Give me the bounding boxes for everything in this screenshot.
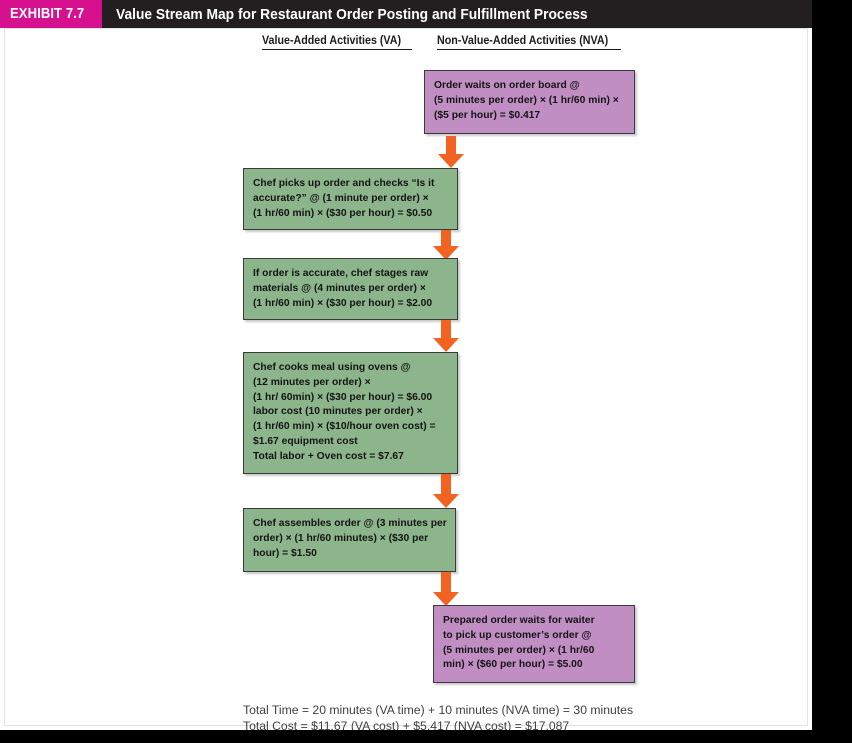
exhibit-title-bar: EXHIBIT 7.7 Value Stream Map for Restaur…	[0, 0, 812, 28]
process-box-chef-cooks-meal: Chef cooks meal using ovens @ (12 minute…	[243, 352, 458, 474]
process-box-chef-picks-up-order: Chef picks up order and checks “Is it ac…	[243, 168, 458, 230]
total-cost-line: Total Cost = $11.67 (VA cost) + $5.417 (…	[243, 719, 570, 734]
box-line: (5 minutes per order) × (1 hr/60	[443, 644, 595, 656]
process-box-prepared-order-waits-for-waiter: Prepared order waits for waiter to pick …	[433, 605, 635, 683]
box-line: ($5 per hour) = $0.417	[434, 109, 541, 121]
exhibit-title-label: Value Stream Map for Restaurant Order Po…	[115, 5, 588, 23]
box-line: $1.67 equipment cost	[253, 436, 358, 448]
arrow-shaft	[446, 136, 456, 156]
box-line: Total labor + Oven cost = $7.67	[253, 450, 404, 462]
box-line: min) × ($60 per hour) = $5.00	[443, 659, 583, 671]
box-line: (1 hr/ 60min) × ($30 per hour) = $6.00	[253, 391, 433, 403]
arrow-head-icon	[433, 494, 459, 508]
box-line: order) × (1 hr/60 minutes) × ($30 per	[253, 532, 429, 544]
arrow-shaft	[441, 230, 451, 248]
arrow-shaft	[441, 474, 451, 496]
arrow-head-icon	[433, 246, 459, 260]
flow-arrow-3	[433, 320, 459, 352]
arrow-head-icon	[433, 338, 459, 352]
exhibit-number-badge: EXHIBIT 7.7	[0, 0, 102, 28]
arrow-shaft	[441, 572, 451, 594]
totals-summary: Total Time = 20 minutes (VA time) + 10 m…	[243, 702, 633, 735]
flow-arrow-5	[433, 572, 459, 606]
bottom-margin-strip	[0, 730, 852, 743]
box-line: accurate?” @ (1 minute per order) ×	[253, 192, 429, 204]
box-line: to pick up customer’s order @	[443, 629, 592, 641]
column-header-non-value-added: Non-Value-Added Activities (NVA)	[437, 35, 622, 50]
box-line: If order is accurate, chef stages raw	[253, 268, 429, 279]
box-line: (5 minutes per order) × (1 hr/60 min) ×	[434, 94, 619, 106]
flow-arrow-1	[438, 136, 464, 168]
column-header-va-label: Value-Added Activities (VA)	[262, 35, 402, 47]
box-line: (1 hr/60 min) × ($30 per hour) = $0.50	[253, 207, 433, 219]
box-line: Chef picks up order and checks “Is it	[253, 178, 435, 189]
box-line: Chef cooks meal using ovens @	[253, 362, 411, 373]
page-sheet: EXHIBIT 7.7 Value Stream Map for Restaur…	[0, 0, 812, 733]
process-box-order-waits-on-order-board: Order waits on order board @ (5 minutes …	[424, 70, 635, 134]
arrow-head-icon	[438, 154, 464, 168]
exhibit-number-label: EXHIBIT 7.7	[10, 6, 85, 22]
process-box-chef-assembles-order: Chef assembles order @ (3 minutes per or…	[243, 508, 456, 572]
exhibit-title: Value Stream Map for Restaurant Order Po…	[102, 0, 629, 28]
box-line: (12 minutes per order) ×	[253, 376, 371, 388]
flow-arrow-4	[433, 474, 459, 508]
box-line: (1 hr/60 min) × ($10/hour oven cost) =	[253, 421, 436, 433]
right-margin-strip	[812, 0, 852, 743]
box-line: hour) = $1.50	[253, 547, 317, 559]
box-line: (1 hr/60 min) × ($30 per hour) = $2.00	[253, 297, 433, 309]
column-header-nva-label: Non-Value-Added Activities (NVA)	[437, 35, 609, 47]
box-line: Chef assembles order @ (3 minutes per	[253, 518, 447, 529]
box-line: Order waits on order board @	[434, 80, 580, 91]
arrow-shaft	[441, 320, 451, 340]
total-time-line: Total Time = 20 minutes (VA time) + 10 m…	[243, 703, 634, 717]
arrow-head-icon	[433, 592, 459, 606]
flow-arrow-2	[433, 230, 459, 260]
box-line: Prepared order waits for waiter	[443, 615, 595, 626]
column-header-value-added: Value-Added Activities (VA)	[262, 35, 412, 50]
process-box-chef-stages-raw-materials: If order is accurate, chef stages raw ma…	[243, 258, 458, 320]
box-line: materials @ (4 minutes per order) ×	[253, 282, 426, 294]
box-line: labor cost (10 minutes per order) ×	[253, 406, 423, 418]
